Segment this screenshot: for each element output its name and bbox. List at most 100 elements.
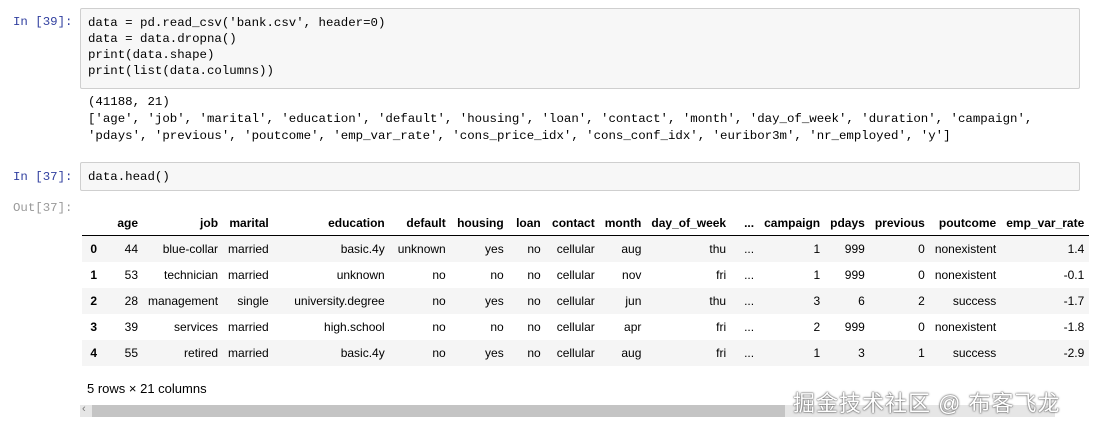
table-cell: ... — [744, 294, 755, 308]
table-cell: management — [148, 294, 219, 308]
table-cell: technician — [164, 268, 219, 282]
table-cell: 2 — [813, 320, 821, 334]
table-cell: nonexistent — [934, 320, 997, 334]
table-cell: 39 — [124, 320, 138, 334]
table-cell: 6 — [858, 294, 865, 308]
table-cell: 3 — [813, 294, 821, 308]
table-cell: 28 — [124, 294, 138, 308]
table-cell: no — [527, 320, 541, 334]
code-line: data = pd.read_csv('bank.csv', header=0) — [88, 16, 386, 30]
table-cell: nonexistent — [934, 242, 997, 256]
table-cell: 999 — [844, 268, 865, 282]
table-cell: 3 — [858, 346, 865, 360]
table-cell: -1.8 — [1063, 320, 1085, 334]
table-cell: success — [952, 346, 997, 360]
table-cell: cellular — [556, 346, 595, 360]
column-header: campaign — [759, 211, 826, 236]
column-header: marital — [223, 211, 274, 236]
output-prompt-37: Out[37]: — [13, 201, 73, 215]
code-line: print(data.shape) — [88, 48, 215, 62]
table-cell: blue-collar — [162, 242, 219, 256]
table-cell: ... — [744, 320, 755, 334]
table-cell: 44 — [124, 242, 138, 256]
horizontal-scrollbar[interactable]: ‹ — [80, 403, 1055, 417]
column-header: default — [389, 211, 451, 236]
code-cell-37[interactable]: data.head() — [80, 162, 1080, 191]
row-index: 2 — [90, 294, 97, 308]
table-cell: no — [490, 268, 504, 282]
scrollbar-thumb[interactable] — [92, 405, 785, 417]
column-header: age — [102, 211, 143, 236]
table-cell: married — [228, 320, 269, 334]
table-cell: cellular — [556, 242, 595, 256]
code-line: print(list(data.columns)) — [88, 64, 274, 78]
table-cell: fri — [716, 346, 727, 360]
scroll-left-arrow-icon[interactable]: ‹ — [82, 403, 86, 415]
table-cell: single — [237, 294, 269, 308]
table-cell: no — [527, 346, 541, 360]
table-cell: married — [228, 268, 269, 282]
table-cell: married — [228, 242, 269, 256]
row-index: 1 — [90, 268, 97, 282]
table-cell: yes — [485, 294, 504, 308]
table-cell: -1.7 — [1063, 294, 1085, 308]
table-cell: yes — [485, 346, 504, 360]
table-cell: cellular — [556, 294, 595, 308]
column-header: previous — [869, 211, 930, 236]
row-index: 4 — [90, 346, 97, 360]
dataframe-summary: 5 rows × 21 columns — [87, 381, 207, 396]
table-cell: nov — [622, 268, 642, 282]
column-header: education — [273, 211, 390, 236]
cell-output: (41188, 21)['age', 'job', 'marital', 'ed… — [88, 94, 1032, 145]
table-cell: 1 — [918, 346, 925, 360]
table-cell: success — [952, 294, 997, 308]
table-cell: -0.1 — [1063, 268, 1085, 282]
table-cell: aug — [621, 346, 642, 360]
table-cell: -2.9 — [1063, 346, 1085, 360]
table-cell: thu — [709, 242, 727, 256]
table-cell: no — [432, 320, 446, 334]
column-header: poutcome — [929, 211, 1002, 236]
table-cell: ... — [744, 346, 755, 360]
column-header: day_of_week — [646, 211, 732, 236]
code-cell-39[interactable]: data = pd.read_csv('bank.csv', header=0)… — [80, 8, 1080, 89]
table-cell: apr — [624, 320, 642, 334]
table-cell: nonexistent — [934, 268, 997, 282]
table-cell: married — [228, 346, 269, 360]
column-header: month — [599, 211, 647, 236]
table-cell: fri — [716, 320, 727, 334]
table-cell: yes — [485, 242, 504, 256]
table-cell: basic.4y — [340, 242, 385, 256]
table-cell: 2 — [918, 294, 925, 308]
table-cell: 1.4 — [1067, 242, 1085, 256]
table-cell: 1 — [813, 268, 821, 282]
table-cell: basic.4y — [340, 346, 385, 360]
watermark: 掘金技术社区 @ 布客飞龙 — [793, 391, 1061, 416]
table-cell: cellular — [556, 320, 595, 334]
table-cell: 0 — [918, 242, 925, 256]
table-cell: cellular — [556, 268, 595, 282]
column-header: job — [143, 211, 224, 236]
output-line: (41188, 21) — [88, 95, 170, 109]
table-cell: high.school — [324, 320, 385, 334]
table-cell: unknown — [397, 242, 446, 256]
table-cell: unknown — [336, 268, 385, 282]
table-cell: no — [527, 268, 541, 282]
table-cell: 53 — [124, 268, 138, 282]
column-header: pdays — [825, 211, 870, 236]
table-cell: 1 — [813, 346, 821, 360]
table-cell: no — [432, 294, 446, 308]
code-line: data = data.dropna() — [88, 32, 237, 46]
table-cell: fri — [716, 268, 727, 282]
table-cell: ... — [744, 242, 755, 256]
row-index: 0 — [90, 242, 97, 256]
table-cell: no — [490, 320, 504, 334]
table-cell: ... — [744, 268, 755, 282]
output-line: 'pdays', 'previous', 'poutcome', 'emp_va… — [88, 129, 951, 143]
table-cell: 1 — [813, 242, 821, 256]
column-header: contact — [545, 211, 600, 236]
